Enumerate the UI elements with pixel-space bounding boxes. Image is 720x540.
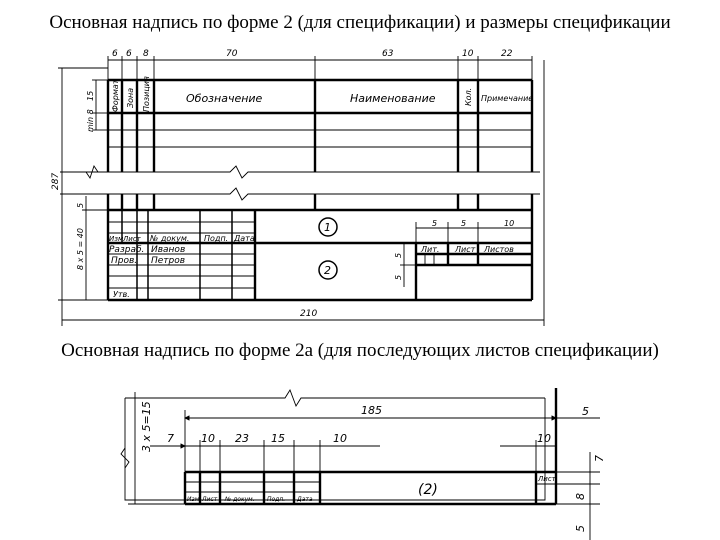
f2a-cell-sign: Подп. bbox=[267, 496, 285, 503]
cell-sign: Подп. bbox=[204, 234, 228, 243]
stamp-dim-c: 10 bbox=[504, 219, 514, 228]
stamp-dim-b: 5 bbox=[461, 219, 466, 228]
dim-top-7: 22 bbox=[501, 49, 513, 59]
header-designation: Обозначение bbox=[186, 92, 263, 105]
dim-top-3: 8 bbox=[143, 49, 149, 59]
f2a-dim-c2: 23 bbox=[235, 432, 249, 445]
f2a-dim-c3: 15 bbox=[271, 432, 285, 445]
f2a-dim-right: 5 bbox=[582, 405, 589, 418]
cell-utv: Утв. bbox=[113, 290, 130, 299]
cell-izm: Изм bbox=[109, 235, 124, 243]
f2a-dim-bottom: 5 bbox=[574, 525, 587, 532]
cell-prov: Пров. bbox=[111, 256, 137, 266]
cell-prov-name: Петров bbox=[151, 256, 185, 266]
dim-top-6: 10 bbox=[462, 49, 474, 59]
f2a-dim-h1: 7 bbox=[593, 455, 606, 462]
header-format: Формат bbox=[111, 79, 120, 112]
dim-top-2: 6 bbox=[126, 49, 132, 59]
f2a-label: (2) bbox=[418, 482, 438, 498]
f2a-dim-c1: 10 bbox=[201, 432, 215, 445]
dim-header-h: 15 bbox=[86, 91, 95, 101]
spec-sheet bbox=[60, 78, 540, 302]
cell-razrab: Разраб. bbox=[109, 245, 144, 255]
cell-razrab-name: Иванов bbox=[151, 245, 185, 255]
form2a-drawing bbox=[120, 388, 600, 540]
dim-total-h: 287 bbox=[51, 173, 61, 190]
dim-top-5: 63 bbox=[382, 49, 394, 59]
f2a-cell-list: Лист bbox=[201, 496, 218, 503]
stamp-dim-a: 5 bbox=[432, 219, 437, 228]
f2a-cell-date: Дата bbox=[296, 496, 313, 503]
cell-sheets: Листов bbox=[483, 245, 514, 254]
f2a-cell-izm: Изм bbox=[187, 496, 200, 503]
f2a-dim-c5: 10 bbox=[537, 432, 551, 445]
dim-top-1: 6 bbox=[112, 49, 118, 59]
cell-list: Лист bbox=[122, 235, 142, 243]
left-dimensions bbox=[58, 60, 545, 326]
header-qty: Кол. bbox=[464, 88, 473, 106]
title-form2a: Основная надпись по форме 2а (для послед… bbox=[61, 340, 659, 361]
cell-doc: № докум. bbox=[149, 234, 189, 243]
f2a-dim-width: 185 bbox=[361, 404, 382, 417]
f2a-dim-left: 7 bbox=[167, 432, 174, 445]
stamp-dim-e: 5 bbox=[394, 275, 403, 280]
header-note: Примечание bbox=[481, 94, 533, 103]
f2a-cell-doc: № докум. bbox=[224, 496, 255, 503]
callout-2: 2 bbox=[324, 264, 331, 277]
title-block bbox=[108, 208, 532, 300]
f2a-dim-h2: 8 bbox=[574, 493, 587, 500]
f2a-sheet-label: Лист bbox=[537, 475, 557, 483]
stamp-dim-d: 5 bbox=[394, 253, 403, 258]
top-dimensions bbox=[107, 56, 533, 80]
title-form2: Основная надпись по форме 2 (для специфи… bbox=[49, 12, 671, 33]
dim-stamp-top: 5 bbox=[76, 203, 85, 208]
cell-date: Дата bbox=[233, 234, 255, 243]
f2a-dim-c4: 10 bbox=[333, 432, 347, 445]
f2a-dim-height: 3 x 5=15 bbox=[140, 401, 153, 452]
callout-1: 1 bbox=[324, 221, 331, 234]
dim-width-total: 210 bbox=[300, 309, 317, 319]
header-zone: Зона bbox=[126, 88, 135, 108]
cell-lit: Лит. bbox=[420, 245, 439, 254]
header-name: Наименование bbox=[350, 92, 436, 105]
dim-stamp-rows: 8 x 5 = 40 bbox=[76, 228, 85, 270]
dim-row-h: min 8 bbox=[86, 109, 95, 132]
cell-sheet: Лист bbox=[454, 245, 476, 254]
header-pos: Позиция bbox=[142, 76, 151, 112]
dim-top-4: 70 bbox=[226, 49, 238, 59]
